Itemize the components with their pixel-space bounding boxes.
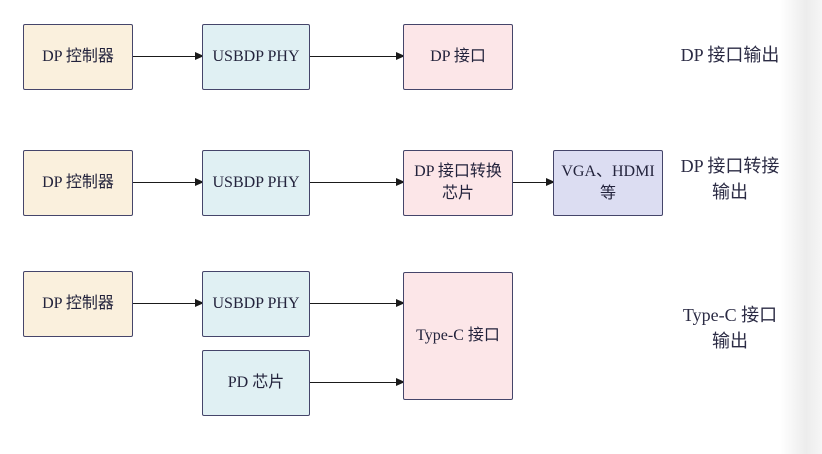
node-type-c-port: Type-C 接口 — [403, 272, 513, 400]
node-label: USBDP PHY — [212, 295, 300, 313]
node-label: USBDP PHY — [212, 48, 300, 66]
node-label: DP 控制器 — [42, 295, 114, 313]
node-label-line: 等 — [599, 185, 616, 202]
node-vga-hdmi: VGA、HDMI 等 — [553, 150, 663, 216]
arrow-phy-to-dpport — [310, 51, 405, 60]
arrow-phy-to-typec — [310, 298, 405, 307]
node-dp-converter-chip: DP 接口转换 芯片 — [403, 150, 513, 216]
output-label-line: 输出 — [712, 182, 748, 203]
node-label: Type-C 接口 — [416, 327, 500, 345]
arrow-dpctrl-to-phy-row1 — [133, 51, 204, 60]
node-dp-controller-row1: DP 控制器 — [23, 24, 133, 90]
output-label-line: DP 接口输出 — [680, 45, 780, 65]
output-label-line: DP 接口转接 — [680, 156, 780, 176]
arrow-converter-to-vga — [513, 177, 555, 186]
node-label: DP 控制器 — [42, 174, 114, 192]
node-label-line: DP 接口转换 — [414, 163, 502, 181]
output-label-dp-adapter: DP 接口转接 输出 — [660, 153, 800, 205]
node-pd-chip: PD 芯片 — [202, 350, 310, 416]
node-label: DP 接口 — [430, 48, 486, 66]
output-label-dp-direct: DP 接口输出 — [660, 42, 800, 68]
node-usbdp-phy-row3: USBDP PHY — [202, 271, 310, 337]
arrow-phy-to-converter — [310, 177, 405, 186]
node-label: VGA、HDMI 等 — [561, 161, 654, 204]
output-label-type-c: Type-C 接口 输出 — [660, 302, 800, 354]
arrow-dpctrl-to-phy-row3 — [133, 298, 204, 307]
output-label-line: 输出 — [712, 331, 748, 352]
node-usbdp-phy-row2: USBDP PHY — [202, 150, 310, 216]
node-label-line: 芯片 — [441, 185, 474, 202]
node-dp-controller-row2: DP 控制器 — [23, 150, 133, 216]
node-usbdp-phy-row1: USBDP PHY — [202, 24, 310, 90]
node-label-line: VGA、HDMI — [561, 163, 655, 181]
node-label: PD 芯片 — [227, 374, 285, 392]
node-dp-controller-row3: DP 控制器 — [23, 271, 133, 337]
page-edge-shade — [780, 0, 822, 454]
node-label: USBDP PHY — [212, 174, 300, 192]
output-label-line: Type-C 接口 — [682, 305, 778, 325]
node-label: DP 控制器 — [42, 48, 114, 66]
node-label: DP 接口转换 芯片 — [414, 161, 502, 204]
arrow-pd-to-typec — [310, 377, 405, 386]
node-dp-port: DP 接口 — [403, 24, 513, 90]
arrow-dpctrl-to-phy-row2 — [133, 177, 204, 186]
